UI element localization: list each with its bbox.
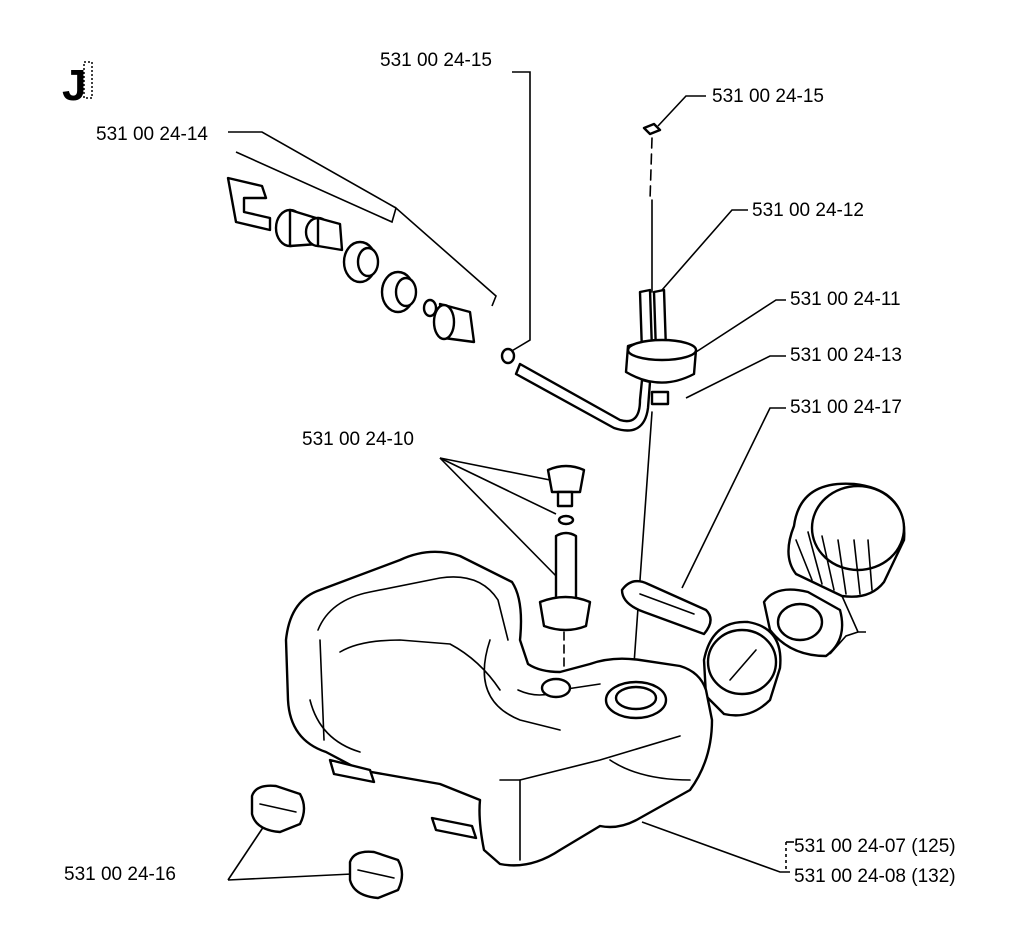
section-hatch — [83, 61, 93, 99]
filler-neck — [702, 620, 782, 717]
label-hose-clip-right: 531 00 24-15 — [712, 86, 824, 107]
label-tank-125: 531 00 24-07 (125) — [794, 836, 956, 857]
label-vent-assembly: 531 00 24-10 — [302, 429, 414, 450]
fuel-tank — [284, 550, 714, 867]
label-cap-gasket: 531 00 24-17 — [790, 397, 902, 418]
label-fuel-hose-set: 531 00 24-14 — [96, 124, 208, 145]
label-check-valve: 531 00 24-13 — [790, 345, 902, 366]
label-grommet: 531 00 24-11 — [790, 289, 901, 310]
fuel-line-assembly — [514, 122, 698, 721]
label-fuel-line: 531 00 24-12 — [752, 200, 864, 221]
section-letter: J — [62, 61, 86, 110]
hose-clip-bracket — [226, 176, 272, 232]
section-marker: J — [62, 61, 93, 110]
vent-assembly — [538, 464, 592, 707]
cap-gasket — [620, 579, 712, 636]
tank-mount-bushings — [250, 784, 404, 900]
leader-lines — [227, 71, 866, 881]
fuel-hose-set — [226, 176, 516, 365]
label-tank-mount: 531 00 24-16 — [64, 864, 176, 885]
label-hose-clip-left: 531 00 24-15 — [380, 50, 492, 71]
label-tank-132: 531 00 24-08 (132) — [794, 866, 956, 887]
fuel-cap — [762, 482, 906, 658]
